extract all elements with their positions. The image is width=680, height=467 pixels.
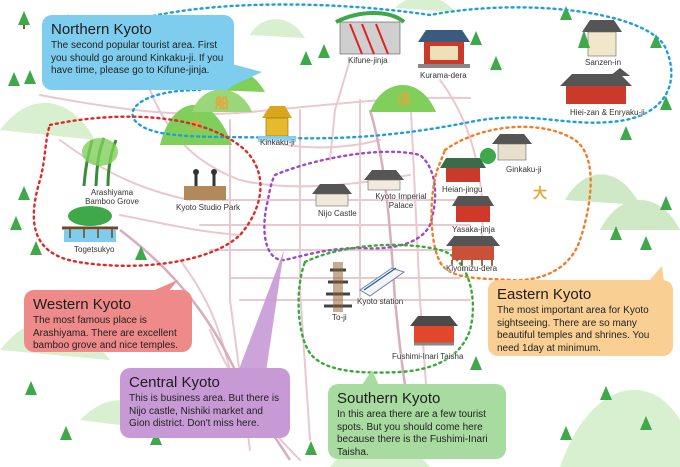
label-sanzen-in: Sanzen-in	[585, 58, 622, 67]
label-kifune-jinja: Kifune-jinja	[348, 56, 388, 65]
sanzen-in-illustration	[578, 20, 622, 57]
central-border	[263, 150, 437, 262]
svg-text:法: 法	[397, 91, 411, 107]
kurama-dera-illustration	[418, 30, 470, 68]
central-kyoto-callout: Central Kyoto This is business area. But…	[120, 368, 290, 438]
central-callout-tail	[238, 250, 284, 372]
svg-text:大: 大	[189, 117, 203, 133]
northern-kyoto-title: Northern Kyoto	[51, 21, 152, 38]
eastern-border	[430, 125, 592, 282]
nijo-castle-illustration	[312, 184, 352, 207]
eastern-kyoto-callout: Eastern Kyoto The most important area fo…	[488, 280, 673, 356]
kifune-jinja-illustration	[335, 11, 406, 55]
label-togetsukyo: Togetsukyo	[74, 245, 115, 254]
eastern-kyoto-text: The most important area for Kyoto sights…	[497, 305, 650, 354]
label-heian-jingu: Heian-jingu	[442, 185, 483, 194]
western-kyoto-title: Western Kyoto	[33, 296, 132, 313]
southern-kyoto-callout: Southern Kyoto In this area there are a …	[328, 384, 506, 459]
heian-jingu-illustration	[440, 158, 486, 182]
svg-text:船: 船	[215, 95, 229, 111]
label-kyoto-station: Kyoto station	[357, 297, 404, 306]
kiyomizu-dera-illustration	[446, 236, 500, 266]
southern-callout-tail	[360, 370, 380, 388]
label-kiyomizu-dera: Kiyomizu-dera	[446, 264, 498, 273]
southern-kyoto-text: In this area there are a few tourist spo…	[337, 409, 488, 458]
imperial-palace-illustration	[364, 170, 404, 191]
ginkaku-ji-illustration	[480, 134, 532, 164]
kinkaku-ji-illustration	[258, 106, 296, 142]
togetsukyo-illustration	[62, 206, 118, 242]
label-kinkaku-ji: Kinkaku-ji	[260, 138, 295, 147]
label-nijo-castle: Nijo Castle	[318, 209, 357, 218]
western-callout-tail	[150, 280, 178, 292]
northern-kyoto-text: The second popular tourist area. First y…	[51, 40, 224, 76]
northern-border	[128, 3, 673, 140]
central-kyoto-text: This is business area. But there is Nijo…	[129, 393, 280, 429]
western-kyoto-text: The most famous place is Arashiyama. The…	[33, 315, 179, 351]
label-fushimi-inari: Fushimi-Inari Taisha	[392, 352, 464, 361]
road-network	[39, 59, 484, 461]
arashiyama-illustration	[82, 137, 118, 187]
eastern-callout-tail	[648, 266, 664, 282]
northern-kyoto-callout: Northern Kyoto The second popular touris…	[42, 15, 234, 90]
southern-kyoto-title: Southern Kyoto	[337, 390, 441, 407]
eastern-kyoto-title: Eastern Kyoto	[497, 286, 592, 303]
to-ji-illustration	[324, 262, 352, 312]
label-to-ji: To-ji	[332, 313, 347, 322]
shinkansen-illustration	[359, 267, 406, 297]
label-hiei-zan: Hiei-zan & Enryaku-ji	[570, 108, 645, 117]
label-kurama-dera: Kurama-dera	[420, 71, 467, 80]
label-arashiyama: Arashiyama Bamboo Grove	[85, 188, 139, 206]
northern-callout-tail	[232, 64, 262, 86]
label-imperial-palace: Kyoto Imperial Palace	[375, 192, 427, 210]
label-yasaka-jinja: Yasaka-jinja	[452, 225, 495, 234]
fushimi-inari-illustration	[410, 316, 458, 346]
western-border	[32, 115, 262, 267]
western-kyoto-callout: Western Kyoto The most famous place is A…	[24, 290, 192, 352]
label-kyoto-studio-park: Kyoto Studio Park	[176, 203, 241, 212]
yasaka-jinja-illustration	[452, 196, 494, 222]
hiei-zan-illustration	[560, 68, 632, 104]
studio-park-illustration	[184, 169, 226, 200]
central-kyoto-title: Central Kyoto	[129, 374, 220, 391]
southern-border	[297, 243, 475, 374]
svg-text:大: 大	[533, 185, 547, 201]
label-ginkaku-ji: Ginkaku-ji	[506, 165, 542, 174]
